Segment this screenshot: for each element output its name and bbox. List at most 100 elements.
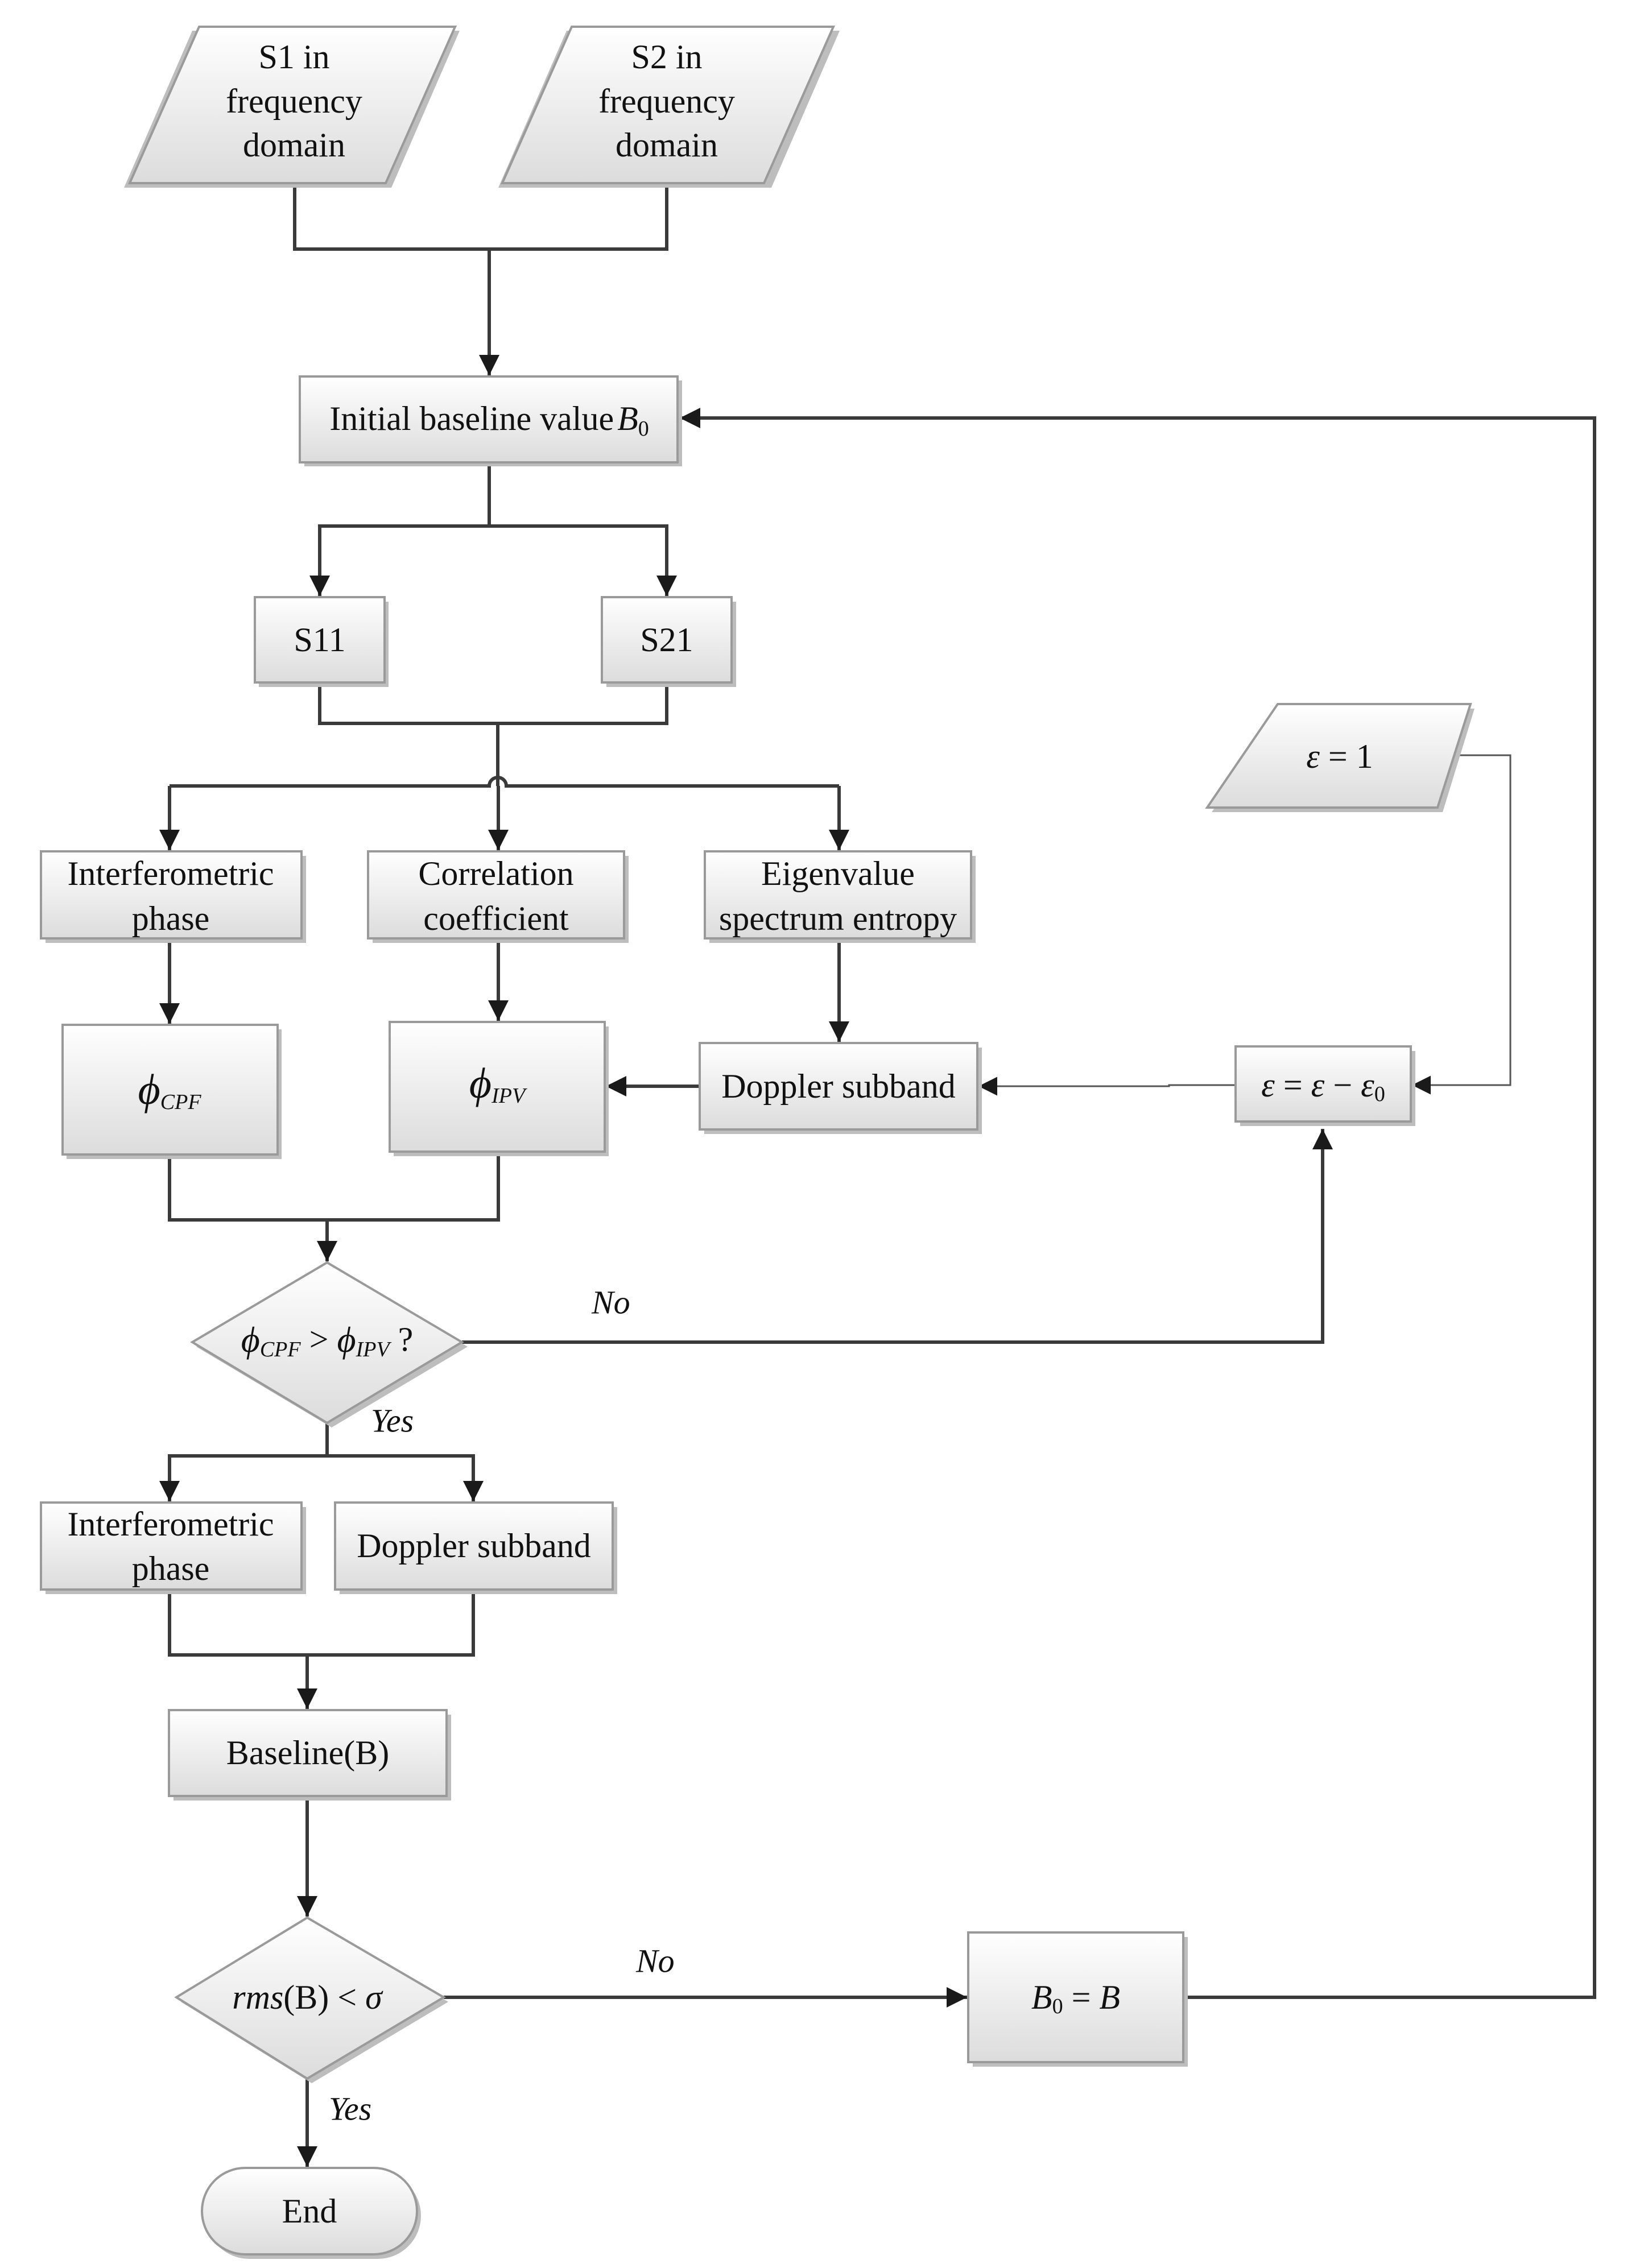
node-phi-cpf: ϕCPF [61,1024,282,1159]
node-label-line: frequency [226,82,362,120]
node-shape [40,1501,303,1591]
edge-s11-s21-merge [318,682,668,725]
node-s21: S21 [601,596,736,687]
dec1-tail: ? [390,1321,414,1358]
node-shape [174,1916,446,2080]
node-label: End [282,2192,337,2230]
node-b0-assign: B0 = B [967,1931,1188,2067]
node-shape [967,1931,1184,2063]
node-shape [1234,1045,1412,1123]
dec1-sub-b: IPV [356,1338,392,1361]
init-text: Initial baseline value [329,400,614,437]
node-shape [254,596,386,684]
node-label: S11 [294,621,345,659]
node-label-line: domain [243,126,345,164]
node-shape [334,1501,614,1591]
node-label-line: Eigenvalue [761,855,915,892]
dec2-fn: rms [232,1979,283,2016]
edge-label-no-1: No [591,1284,630,1321]
node-interferometric-phase-2: Interferometric phase [40,1501,306,1594]
node-epsilon-init: ε = 1 [1205,703,1475,812]
node-label: rms(B) < σ [232,1979,383,2016]
edge-init-to-s11 [309,462,491,596]
node-s1: S1 in frequency domain [124,26,460,188]
node-shape [299,375,679,463]
edge-s2-merge [489,185,668,251]
epsupd-rhs: ε [1361,1066,1374,1104]
phicpf-var: ϕ [138,1066,160,1114]
node-label: ϕCPF > ϕIPV ? [241,1319,414,1362]
edge-distribution-bar [170,776,839,788]
epsupd-mid: ε [1311,1066,1325,1104]
node-label-line: phase [132,1550,210,1587]
b0eq-eq: = [1063,1979,1100,2016]
b0eq-rhs: B [1099,1979,1120,2016]
dec1-var-a: ϕ [241,1319,260,1360]
node-label: Doppler subband [357,1527,591,1565]
node-end: End [201,2167,421,2259]
node-shape [601,596,733,684]
node-label-line: coefficient [423,900,569,937]
b0eq-sub: 0 [1052,1994,1063,2018]
init-sub: 0 [638,417,649,441]
node-label-line: frequency [598,82,735,120]
node-shape [704,850,972,940]
node-shape [1205,703,1472,809]
edge-init-to-s21 [489,524,677,596]
node-shape [127,26,457,184]
node-shape [699,1042,978,1131]
node-interferometric-phase-1: Interferometric phase [40,850,306,943]
node-shape [40,850,303,940]
edge-label-yes-2: Yes [329,2091,371,2128]
phiipv-var: ϕ [469,1059,492,1107]
node-eigenvalue-entropy: Eigenvalue spectrum entropy [704,850,976,943]
edge-decision1-yes-right [327,1454,484,1501]
node-shape [367,850,625,940]
node-label-line: S1 in [258,38,329,76]
edges [159,185,1596,2167]
node-s2: S2 in frequency domain [498,26,840,188]
edge-s1-merge [293,185,489,251]
edge-third-merge [168,1590,475,1657]
edge-epsupd-to-doppler1 [978,1077,1234,1096]
node-decision-phi-compare: ϕCPF > ϕIPV ? [190,1261,468,1427]
dec2-op: < [329,1979,365,2016]
node-shape [201,2167,418,2255]
edge-label-yes-1: Yes [371,1402,414,1439]
node-shape [500,26,836,184]
phicpf-sub: CPF [160,1090,202,1114]
node-doppler-subband-1: Doppler subband [699,1042,982,1134]
node-label: ε = ε − ε0 [1261,1066,1385,1106]
edge-eps1-to-epsupd [1412,754,1511,1095]
init-var: B [617,400,638,437]
dec1-sub-a: CPF [260,1338,302,1361]
eps1-rest: = 1 [1320,738,1373,775]
node-label: B0 = B [1031,1979,1120,2018]
node-label: ϕIPV [469,1059,527,1108]
node-shape [61,1024,279,1156]
node-label-line: spectrum entropy [719,900,957,937]
epsupd-sub: 0 [1374,1082,1385,1106]
dec1-var-b: ϕ [337,1319,356,1360]
node-shape [168,1709,448,1797]
node-label-line: phase [132,900,210,937]
epsupd-lhs: ε [1261,1066,1275,1104]
node-shape [190,1261,464,1425]
epsupd-minus: − [1324,1066,1361,1104]
node-epsilon-update: ε = ε − ε0 [1234,1045,1415,1126]
node-label-line: S2 in [631,38,702,76]
edge-label-no-2: No [635,1943,675,1980]
eps1-var: ε [1306,738,1320,775]
dec2-arg: (B) [283,1979,329,2016]
edge-phi-merge [168,1154,500,1222]
node-label-line: Correlation [418,855,573,892]
node-label-line: domain [616,126,718,164]
node-label: S21 [640,621,693,659]
b0eq-var: B [1031,1979,1052,2016]
phiipv-sub: IPV [491,1084,527,1108]
dec1-op: > [301,1321,337,1358]
node-label-line: Interferometric [67,855,274,892]
node-label: ϕCPF [138,1066,201,1114]
